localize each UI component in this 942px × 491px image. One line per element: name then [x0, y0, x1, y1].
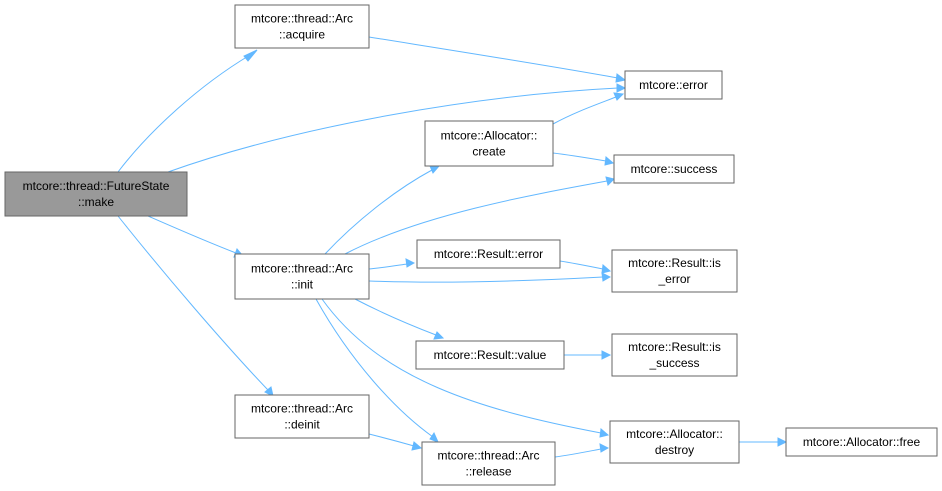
edge-create-to-error-arrow [613, 92, 625, 101]
call-graph-edges [117, 36, 788, 458]
node-futurestate-make[interactable]: mtcore::thread::FutureState::make [4, 171, 188, 217]
node-result-value[interactable]: mtcore::Result::value [415, 340, 565, 370]
node-allocator-free[interactable]: mtcore::Allocator::free [785, 427, 938, 457]
edge-init-to-destroy-arrow [599, 428, 610, 438]
node-label-line: mtcore::thread::Arc [251, 12, 353, 26]
node-label-line: mtcore::error [639, 78, 708, 92]
node-allocator-create[interactable]: mtcore::Allocator::create [424, 120, 554, 167]
node-label-line: mtcore::Allocator::free [803, 435, 921, 449]
node-label-line: ::init [291, 278, 314, 292]
node-result-is-success[interactable]: mtcore::Result::is_success [611, 333, 738, 377]
edge-make-to-acquire-arrow [243, 49, 258, 62]
node-label-line: ::acquire [279, 28, 325, 42]
edge-deinit-to-release-arrow [411, 441, 423, 451]
node-label-line: mtcore::Result::is [628, 340, 721, 354]
node-allocator-destroy[interactable]: mtcore::Allocator::destroy [609, 420, 740, 464]
edge-result-error-to-is-error-arrow [601, 264, 612, 274]
node-label-line: create [472, 145, 506, 159]
node-success[interactable]: mtcore::success [613, 154, 735, 184]
node-label-line: ::make [78, 195, 114, 209]
edge-create-to-success-arrow [604, 156, 615, 166]
edge-deinit-to-release [368, 433, 415, 447]
edge-init-to-result-is-error [368, 276, 604, 283]
edge-create-to-success [552, 152, 607, 162]
edge-make-to-init [147, 215, 237, 254]
edge-acquire-to-error-arrow [615, 73, 627, 83]
edge-make-to-acquire [117, 54, 251, 173]
node-result-is-error[interactable]: mtcore::Result::is_error [611, 249, 738, 293]
edge-release-to-destroy-arrow [599, 443, 610, 453]
call-graph-nodes: mtcore::thread::FutureState::make mtcore… [4, 4, 938, 486]
node-result-error[interactable]: mtcore::Result::error [416, 239, 561, 269]
edge-init-to-result-error-arrow [405, 258, 416, 268]
node-arc-deinit[interactable]: mtcore::thread::Arc::deinit [234, 394, 370, 439]
edge-init-to-result-value-arrow [433, 331, 445, 340]
node-label-line: mtcore::Result::value [434, 348, 547, 362]
edge-make-to-deinit-arrow [264, 386, 274, 397]
node-label-line: mtcore::thread::Arc [251, 402, 353, 416]
edge-init-to-release-arrow [429, 431, 439, 443]
node-error[interactable]: mtcore::error [624, 70, 723, 100]
edge-init-to-success-arrow [605, 176, 615, 186]
edge-create-to-error [552, 96, 617, 125]
edge-init-to-create [324, 169, 433, 255]
node-label-line: mtcore::thread::Arc [251, 262, 353, 276]
node-label-line: mtcore::success [631, 162, 718, 176]
edge-destroy-to-free-arrow [777, 437, 788, 447]
node-arc-release[interactable]: mtcore::thread::Arc::release [421, 441, 556, 486]
edge-init-to-success [344, 180, 608, 255]
node-label-line: mtcore::Allocator:: [626, 427, 723, 441]
node-label-line: mtcore::thread::Arc [437, 449, 539, 463]
edge-make-to-error [167, 87, 619, 173]
edge-init-to-release [315, 298, 434, 438]
edge-init-to-result-is-error-arrow [601, 272, 612, 282]
node-label-line: mtcore::Result::is [628, 256, 721, 270]
node-arc-acquire[interactable]: mtcore::thread::Arc::acquire [234, 4, 370, 49]
edge-result-value-to-is-success-arrow [601, 350, 612, 360]
node-label-line: _error [657, 272, 690, 286]
node-label-line: mtcore::Allocator:: [441, 129, 538, 143]
edge-acquire-to-error [368, 36, 619, 79]
edge-init-to-destroy [321, 298, 602, 434]
edge-make-to-deinit [117, 215, 269, 391]
node-label-line: _success [648, 356, 699, 370]
node-label-line: mtcore::Result::error [434, 247, 543, 261]
edge-init-to-result-value [354, 298, 437, 336]
edge-result-error-to-is-error [559, 260, 604, 270]
node-label-line: destroy [655, 443, 694, 457]
edge-init-to-result-error [368, 263, 408, 270]
node-label-line: ::release [465, 465, 511, 479]
node-label-line: ::deinit [284, 418, 320, 432]
node-arc-init[interactable]: mtcore::thread::Arc::init [234, 253, 370, 300]
edge-init-to-create-arrow [429, 165, 441, 174]
edge-make-to-error-arrow [616, 83, 627, 93]
edge-release-to-destroy [554, 448, 602, 458]
node-label-line: mtcore::thread::FutureState [23, 179, 170, 193]
